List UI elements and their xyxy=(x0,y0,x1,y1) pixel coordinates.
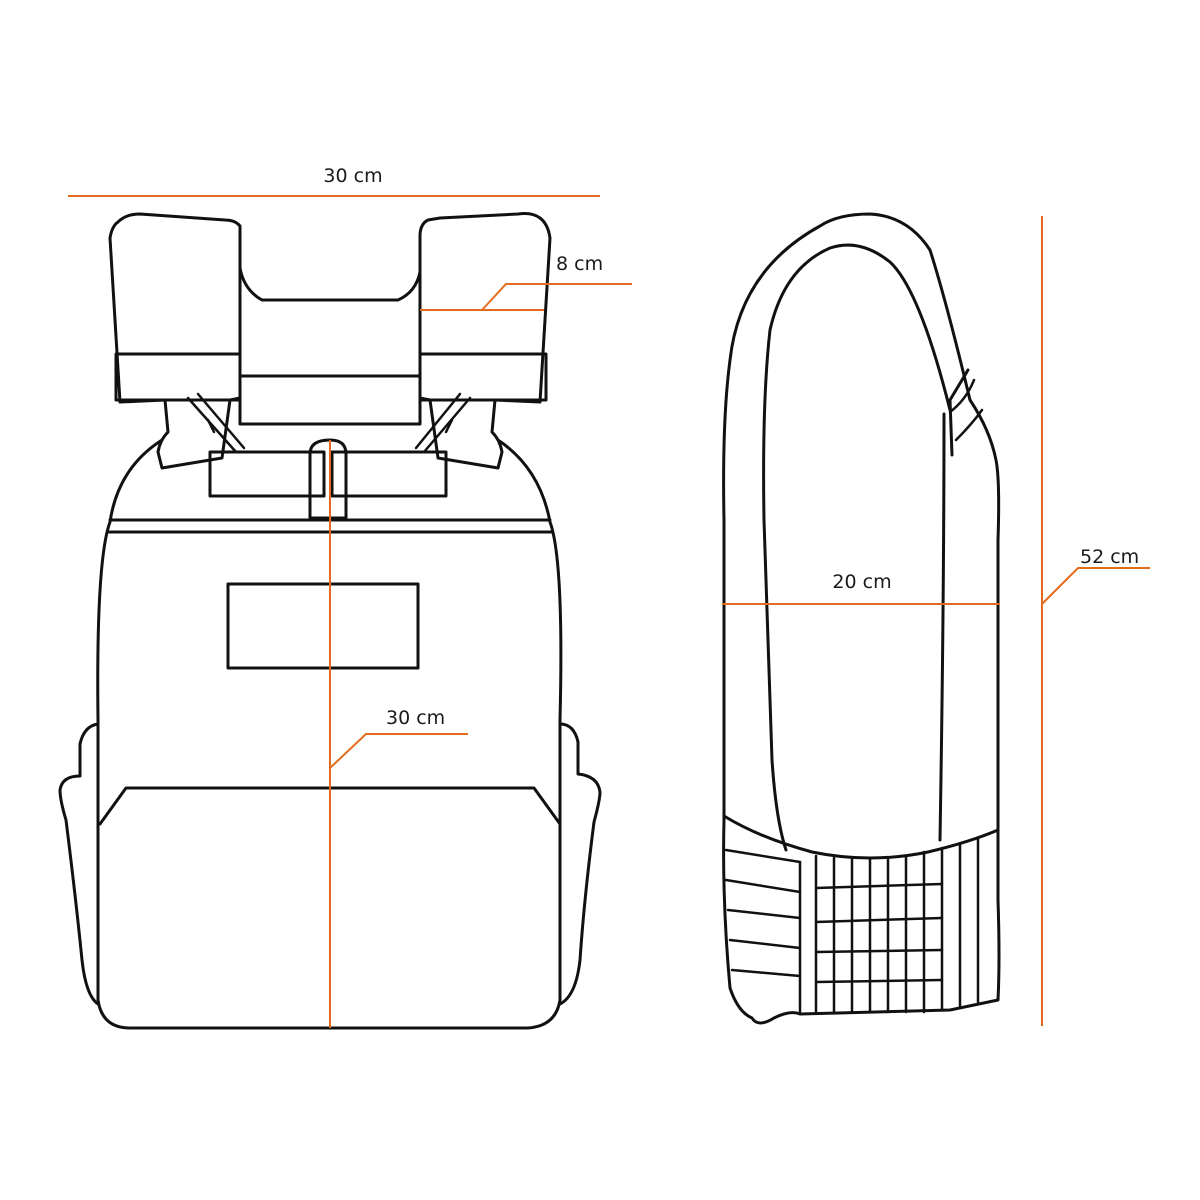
side-inner-contour xyxy=(762,243,952,852)
front-width-label: 30 cm xyxy=(323,165,382,187)
side-shoulder-detail xyxy=(948,378,984,442)
side-molle-webbing xyxy=(722,814,1000,1014)
id-patch-panel xyxy=(226,582,420,670)
neck-panel-lower xyxy=(238,374,422,426)
left-cord xyxy=(186,392,246,454)
left-shoulder-buckle xyxy=(114,352,242,402)
side-depth-label: 20 cm xyxy=(832,571,891,593)
right-shoulder-buckle xyxy=(418,352,548,402)
side-rear-edge xyxy=(938,368,970,842)
neck-panel xyxy=(238,266,422,302)
right-side-wing xyxy=(558,722,602,1006)
side-profile-outer xyxy=(722,212,1001,1025)
chest-buckle-center xyxy=(308,438,348,520)
side-height-dimension-line xyxy=(1041,216,1150,1026)
chest-buckle-left xyxy=(208,450,326,498)
side-height-label: 52 cm xyxy=(1080,546,1139,568)
strap-width-label: 8 cm xyxy=(556,253,603,275)
chest-buckle-right xyxy=(330,450,448,498)
left-side-wing xyxy=(58,722,100,1006)
chest-buckle-gap xyxy=(322,450,334,498)
front-height-label: 30 cm xyxy=(386,707,445,729)
left-shoulder-strap xyxy=(108,212,242,470)
front-height-dimension-line xyxy=(329,440,468,1028)
side-view xyxy=(722,212,1001,1025)
strap-width-dimension-line xyxy=(420,283,632,311)
right-cord xyxy=(414,392,472,454)
cord-guides xyxy=(206,418,454,434)
dimensions: 30 cm 8 cm 30 cm 20 cm 52 cm xyxy=(68,165,1150,1028)
right-shoulder-strap xyxy=(418,212,552,470)
